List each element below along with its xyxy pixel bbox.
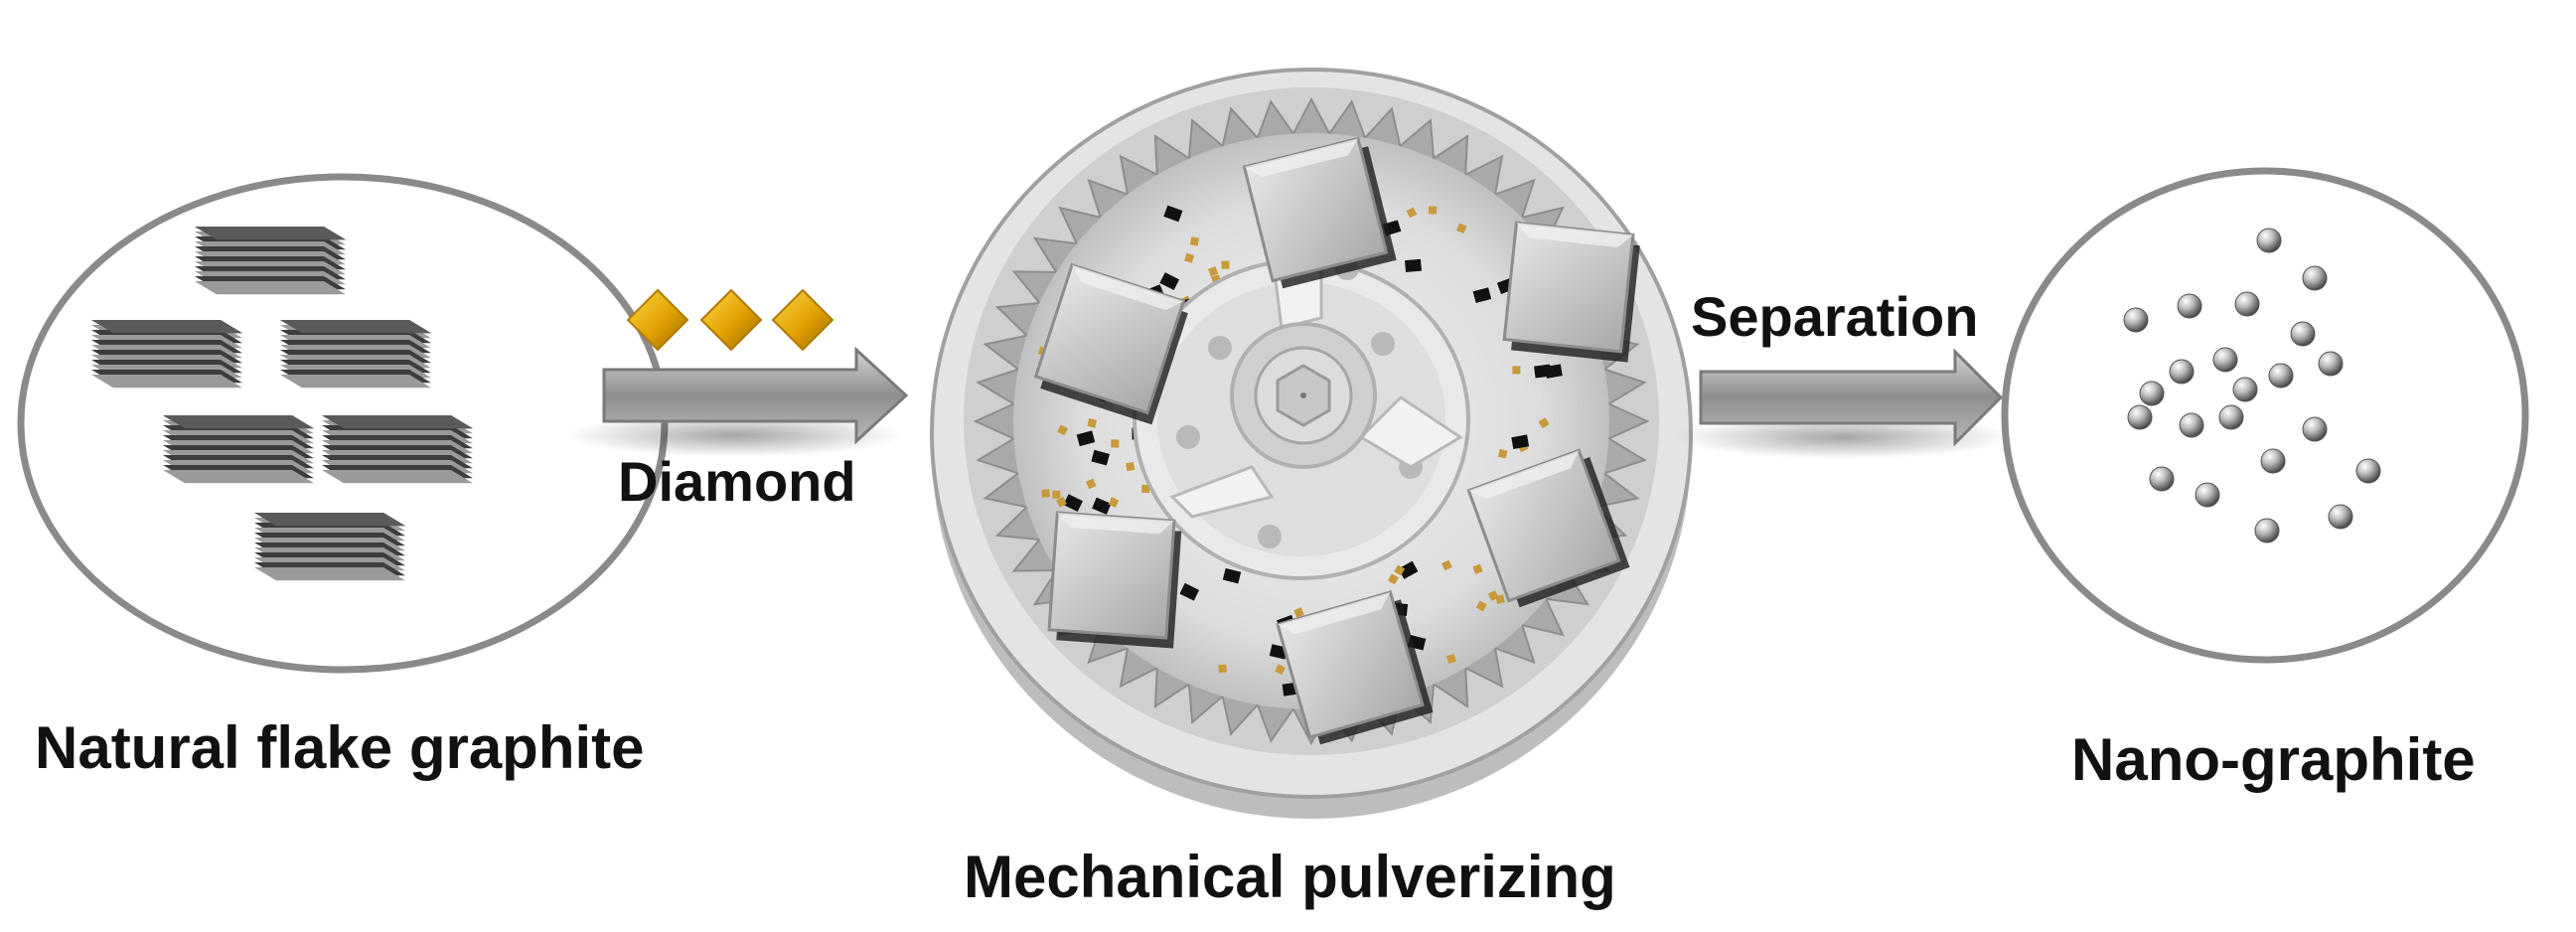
grinding-cube: [1276, 590, 1434, 745]
nano-particles: [2123, 228, 2381, 544]
nano-particle-icon: [2232, 377, 2258, 402]
nano-particle-icon: [2318, 351, 2344, 377]
nano-particle-icon: [2302, 265, 2328, 291]
grinding-cube: [1033, 262, 1188, 425]
graphite-stacks: [91, 227, 473, 581]
grinding-cubes: [1033, 136, 1640, 745]
nano-particle-icon: [2177, 293, 2202, 319]
nano-particle-icon: [2234, 291, 2260, 317]
graphite-stack: [91, 320, 242, 388]
nano-particle-icon: [2149, 466, 2175, 492]
nano-particle-icon: [2268, 363, 2294, 388]
nano-particle-icon: [2139, 381, 2165, 406]
graphite-stack: [280, 320, 431, 388]
diamond-particles: [626, 288, 834, 352]
nano-particle-icon: [2212, 347, 2238, 373]
label-separation: Separation: [1691, 285, 1979, 348]
nano-particle-icon: [2254, 518, 2280, 544]
nano-particle-icon: [2169, 359, 2195, 385]
nano-graphite-circle: [2001, 167, 2529, 664]
label-nano-graphite: Nano-graphite: [2071, 726, 2476, 793]
nano-graphite-panel: [2001, 167, 2529, 664]
diamond-icon: [771, 288, 834, 352]
arrow-separation: [1674, 348, 2012, 459]
graphite-stack: [254, 513, 405, 581]
grinding-cube: [1047, 511, 1182, 649]
nano-particle-icon: [2218, 404, 2244, 430]
nano-particle-icon: [2127, 404, 2153, 430]
nano-particle-icon: [2179, 412, 2204, 438]
nano-particle-icon: [2256, 228, 2282, 253]
nano-particle-icon: [2290, 321, 2316, 347]
grinding-cube: [1242, 136, 1397, 289]
graphite-stack: [163, 415, 314, 484]
diamond-icon: [626, 288, 689, 352]
nano-particle-icon: [2260, 448, 2286, 474]
nano-particle-icon: [2302, 416, 2328, 442]
graphite-stack: [195, 227, 346, 295]
grinding-cube: [1502, 221, 1640, 363]
grinding-cube: [1466, 448, 1630, 608]
label-mechanical-pulverizing: Mechanical pulverizing: [964, 844, 1616, 910]
arrow-diamond: [566, 346, 909, 457]
mill-pulverizer: [930, 68, 1693, 819]
nano-particle-icon: [2123, 307, 2149, 333]
label-natural-flake-graphite: Natural flake graphite: [35, 714, 645, 781]
nano-particle-icon: [2355, 458, 2381, 484]
label-diamond: Diamond: [618, 450, 856, 513]
nano-particle-icon: [2328, 504, 2353, 530]
graphite-stack: [322, 415, 473, 484]
diamond-icon: [699, 288, 763, 352]
nano-particle-icon: [2195, 482, 2220, 508]
natural-graphite-panel: [17, 173, 669, 674]
